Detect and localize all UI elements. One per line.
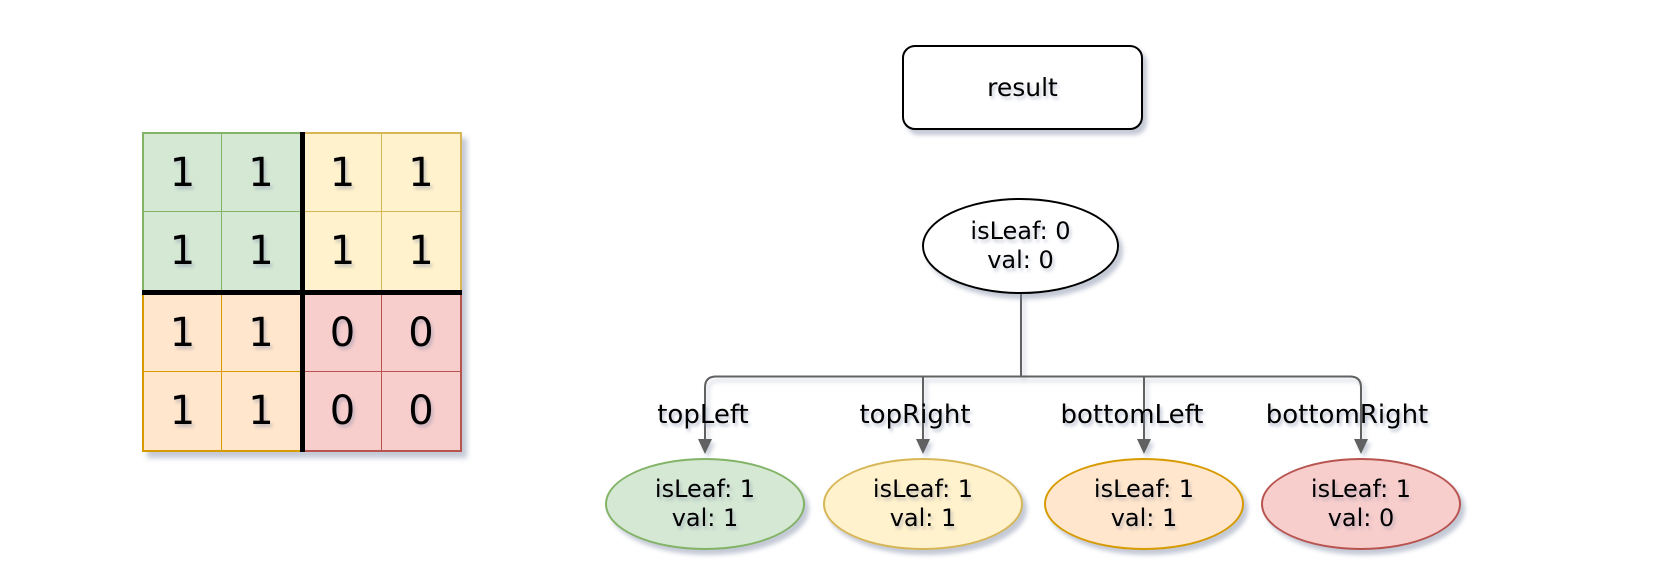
matrix-grid: 1 1 1 1 1 1 1 1 1 1 1 1 0 0 0 0 [142,132,462,452]
grid-cell: 1 [304,212,382,290]
arrowhead-bottomleft [1137,439,1151,454]
grid-cell: 1 [222,134,300,212]
edge-bus [704,375,1362,441]
child-node-bottomleft: isLeaf: 1 val: 1 [1044,458,1244,550]
grid-cell: 1 [408,228,434,274]
grid-cell: 1 [248,228,274,274]
grid-cell: 1 [144,372,222,450]
arrowhead-topright [916,439,930,454]
grid-cell: 1 [304,134,382,212]
child-node-topright: isLeaf: 1 val: 1 [823,458,1023,550]
grid-divider-horizontal [142,289,462,295]
child-node-isleaf: isLeaf: 1 [654,475,756,503]
root-node-val: val: 0 [987,246,1054,274]
grid-cell: 1 [144,134,222,212]
grid-quadrant-top-left: 1 1 1 1 [142,132,302,292]
grid-cell: 1 [144,212,222,290]
edge-label-topright: topRight [859,400,971,430]
arrowhead-bottomright [1354,439,1368,454]
arrowhead-topleft [698,439,712,454]
child-node-val: val: 1 [671,504,739,532]
child-node-isleaf: isLeaf: 1 [1093,475,1195,503]
grid-cell: 1 [222,294,300,372]
grid-cell: 0 [304,294,382,372]
child-node-val: val: 0 [1327,504,1395,532]
child-node-isleaf: isLeaf: 1 [872,475,974,503]
edge-label-bottomright: bottomRight [1265,400,1429,430]
child-node-val: val: 1 [1110,504,1178,532]
result-label: result [987,73,1058,102]
child-node-topleft: isLeaf: 1 val: 1 [605,458,805,550]
child-node-isleaf: isLeaf: 1 [1310,475,1412,503]
edge-label-bottomleft: bottomLeft [1060,400,1204,430]
grid-cell: 0 [408,388,434,434]
grid-cell: 1 [248,388,274,434]
root-node: isLeaf: 0 val: 0 [922,198,1119,294]
grid-cell: 0 [382,294,460,372]
result-node: result [902,45,1143,130]
edge-label-topleft: topLeft [657,400,749,430]
grid-cell: 1 [382,134,460,212]
grid-cell: 0 [304,372,382,450]
root-node-isleaf: isLeaf: 0 [970,217,1071,245]
child-node-val: val: 1 [889,504,957,532]
grid-cell: 1 [144,294,222,372]
child-node-bottomright: isLeaf: 1 val: 0 [1261,458,1461,550]
